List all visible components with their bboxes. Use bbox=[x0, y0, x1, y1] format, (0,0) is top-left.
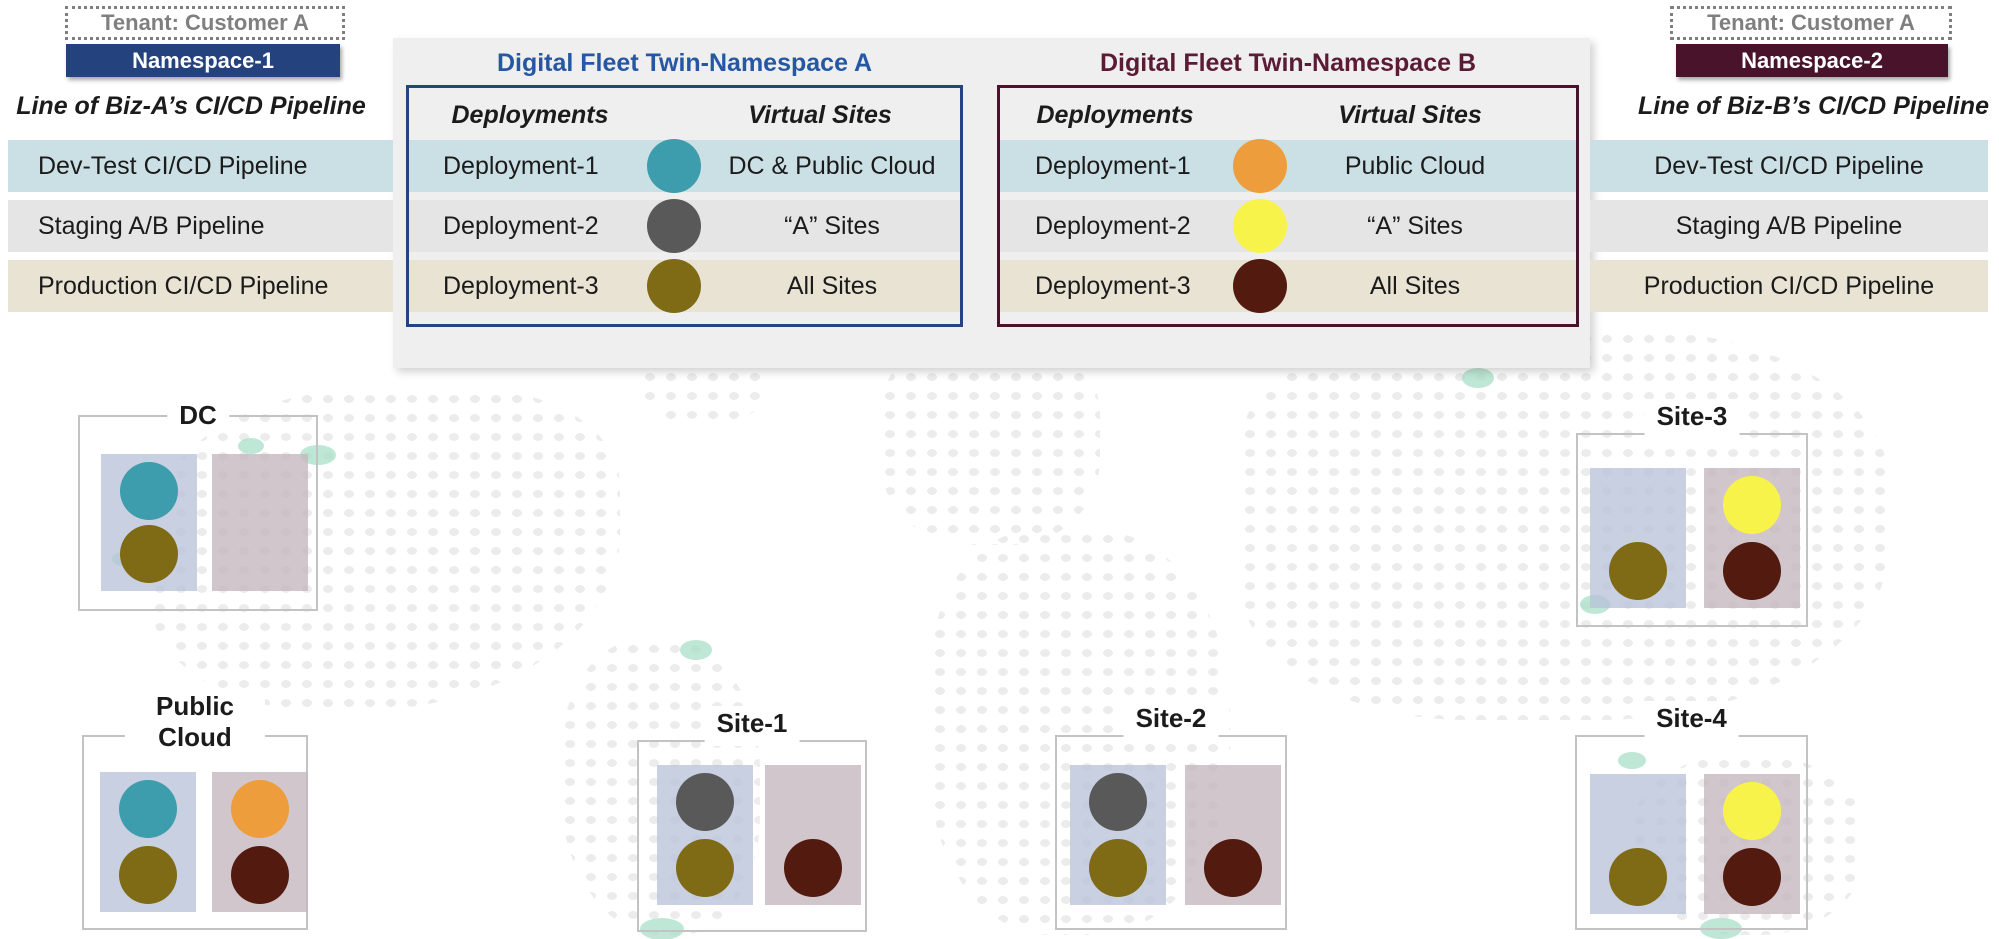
deployment1-a-dot bbox=[647, 139, 701, 193]
site-3-namespace1-panel bbox=[1590, 468, 1686, 608]
deployment3-dot bbox=[1089, 839, 1147, 897]
map-accent-dot bbox=[238, 438, 264, 454]
deployment3-dot bbox=[231, 846, 289, 904]
pipeline-label: Dev-Test CI/CD Pipeline bbox=[1654, 152, 1924, 180]
pipeline-band-devtest-left: Dev-Test CI/CD Pipeline bbox=[8, 140, 393, 192]
pipeline-band-production-left: Production CI/CD Pipeline bbox=[8, 260, 393, 312]
legend-a-virtual-sites-header: Virtual Sites bbox=[748, 101, 892, 129]
tenant-badge-right: Tenant: Customer A bbox=[1670, 6, 1952, 40]
map-accent-dot bbox=[1462, 368, 1494, 388]
legend-b-row2-sites: “A” Sites bbox=[1367, 212, 1463, 240]
site-2-namespace2-panel bbox=[1185, 765, 1281, 905]
namespace1-badge: Namespace-1 bbox=[66, 44, 340, 77]
site-1-namespace1-panel bbox=[657, 765, 753, 905]
deployment2-dot bbox=[1723, 782, 1781, 840]
legend-b-stripe-3 bbox=[1000, 260, 1576, 312]
deployment2-dot bbox=[1089, 773, 1147, 831]
site-box-site3: Site-3 bbox=[1576, 399, 1808, 627]
deployment3-dot bbox=[1609, 848, 1667, 906]
site-1-namespace2-panel bbox=[765, 765, 861, 905]
deployment1-b-dot bbox=[1233, 139, 1287, 193]
site-public-cloud-label: Public Cloud bbox=[125, 691, 265, 757]
deployment1-dot bbox=[119, 780, 177, 838]
legend-b-row1-deployment: Deployment-1 bbox=[1035, 152, 1191, 180]
deployment3-dot bbox=[119, 846, 177, 904]
biz-a-pipeline-caption: Line of Biz-A’s CI/CD Pipeline bbox=[16, 92, 366, 120]
deployment2-dot bbox=[676, 773, 734, 831]
legend-b-stripe-2 bbox=[1000, 200, 1576, 252]
pipeline-label: Dev-Test CI/CD Pipeline bbox=[38, 152, 308, 180]
site-box-site1: Site-1 bbox=[637, 706, 867, 932]
site-dc-label: DC bbox=[167, 397, 229, 433]
legend-b-title: Digital Fleet Twin-Namespace B bbox=[1099, 49, 1476, 77]
map-accent-dot bbox=[680, 640, 712, 660]
pipeline-band-devtest-right: Dev-Test CI/CD Pipeline bbox=[1590, 140, 1988, 192]
deployment2-a-dot bbox=[647, 199, 701, 253]
deployment3-dot bbox=[1609, 542, 1667, 600]
pipeline-band-staging-right: Staging A/B Pipeline bbox=[1590, 200, 1988, 252]
legend-b-virtual-sites-header: Virtual Sites bbox=[1338, 101, 1482, 129]
deployment3-dot bbox=[1723, 848, 1781, 906]
site-dc-namespace1-panel bbox=[101, 454, 197, 591]
site-2-namespace1-panel bbox=[1070, 765, 1166, 905]
legend-b-row1-sites: Public Cloud bbox=[1344, 152, 1486, 180]
map-accent-dot bbox=[300, 445, 336, 465]
site-public-cloud-namespace2-panel bbox=[212, 772, 308, 912]
site-box-public-cloud: Public Cloud bbox=[82, 691, 308, 930]
site-dc-namespace2-panel bbox=[212, 454, 308, 591]
pipeline-label: Production CI/CD Pipeline bbox=[1643, 272, 1935, 300]
map-accent-dot bbox=[640, 918, 684, 939]
legend-a-row3-sites: All Sites bbox=[786, 272, 878, 300]
site-4-label: Site-4 bbox=[1644, 701, 1739, 741]
deployment3-b-dot bbox=[1233, 259, 1287, 313]
site-box-site2: Site-2 bbox=[1055, 701, 1287, 930]
site-public-cloud-namespace1-panel bbox=[100, 772, 196, 912]
legend-a-row2-sites: “A” Sites bbox=[784, 212, 880, 240]
pipeline-label: Staging A/B Pipeline bbox=[1675, 212, 1903, 240]
site-3-namespace2-panel bbox=[1704, 468, 1800, 608]
legend-a-row1-sites: DC & Public Cloud bbox=[728, 152, 936, 180]
legend-b-deployments-header: Deployments bbox=[1036, 101, 1194, 129]
deployment3-dot bbox=[1723, 542, 1781, 600]
legend-b-stripe-1 bbox=[1000, 140, 1576, 192]
deployment2-dot bbox=[1723, 476, 1781, 534]
deployment2-b-dot bbox=[1233, 199, 1287, 253]
biz-b-pipeline-caption: Line of Biz-B’s CI/CD Pipeline bbox=[1638, 92, 1989, 120]
legend-a-row2-deployment: Deployment-2 bbox=[443, 212, 599, 240]
deployment3-dot bbox=[1204, 839, 1262, 897]
site-4-namespace2-panel bbox=[1704, 774, 1800, 914]
legend-a-title: Digital Fleet Twin-Namespace A bbox=[496, 49, 873, 77]
deployment1-dot bbox=[120, 462, 178, 520]
pipeline-label: Production CI/CD Pipeline bbox=[38, 272, 329, 300]
namespace2-badge: Namespace-2 bbox=[1676, 44, 1948, 77]
site-3-label: Site-3 bbox=[1644, 399, 1740, 439]
deployment3-dot bbox=[120, 525, 178, 583]
legend-b-row3-deployment: Deployment-3 bbox=[1035, 272, 1191, 300]
site-box-site4: Site-4 bbox=[1575, 701, 1808, 930]
legend-a-row1-deployment: Deployment-1 bbox=[443, 152, 599, 180]
legend-b-row3-sites: All Sites bbox=[1369, 272, 1461, 300]
pipeline-band-staging-left: Staging A/B Pipeline bbox=[8, 200, 393, 252]
site-4-namespace1-panel bbox=[1590, 774, 1686, 914]
deployment3-dot bbox=[784, 839, 842, 897]
legend-a-deployments-header: Deployments bbox=[451, 101, 609, 129]
site-1-label: Site-1 bbox=[704, 706, 800, 746]
deployment1-dot bbox=[231, 780, 289, 838]
site-box-dc: DC bbox=[78, 397, 318, 611]
map-accent-dot bbox=[1618, 752, 1646, 769]
legend-a-row3-deployment: Deployment-3 bbox=[443, 272, 599, 300]
deployment3-a-dot bbox=[647, 259, 701, 313]
pipeline-label: Staging A/B Pipeline bbox=[38, 212, 265, 240]
tenant-badge-left: Tenant: Customer A bbox=[65, 6, 345, 40]
site-2-label: Site-2 bbox=[1123, 701, 1219, 741]
legend-a-box bbox=[406, 85, 963, 327]
legend-b-row2-deployment: Deployment-2 bbox=[1035, 212, 1191, 240]
deployment3-dot bbox=[676, 839, 734, 897]
pipeline-band-production-right: Production CI/CD Pipeline bbox=[1590, 260, 1988, 312]
legend-b-box bbox=[997, 85, 1579, 327]
